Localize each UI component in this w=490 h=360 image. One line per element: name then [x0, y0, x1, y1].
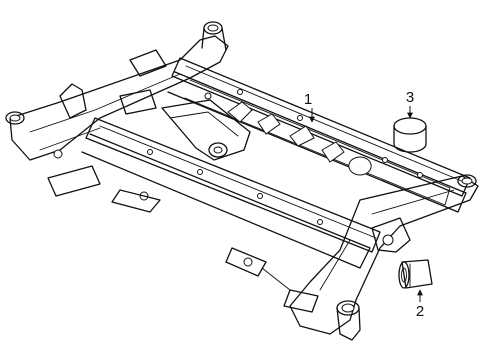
- front-cross-member: [81, 117, 381, 269]
- callout-1-number: 1: [304, 91, 312, 108]
- rear-cross-member: [167, 57, 471, 213]
- callout-3: 3: [406, 89, 414, 119]
- bushing-part-2: [398, 259, 433, 289]
- callout-2-number: 2: [416, 303, 424, 320]
- rear-subframe: [5, 21, 479, 341]
- left-side-member: [5, 21, 229, 213]
- center-link: [161, 99, 251, 161]
- bushing-part-3: [393, 117, 427, 153]
- callout-3-number: 3: [406, 89, 414, 106]
- callout-2: 2: [416, 289, 424, 320]
- right-side-member: [225, 174, 479, 341]
- callout-1: 1: [304, 91, 315, 123]
